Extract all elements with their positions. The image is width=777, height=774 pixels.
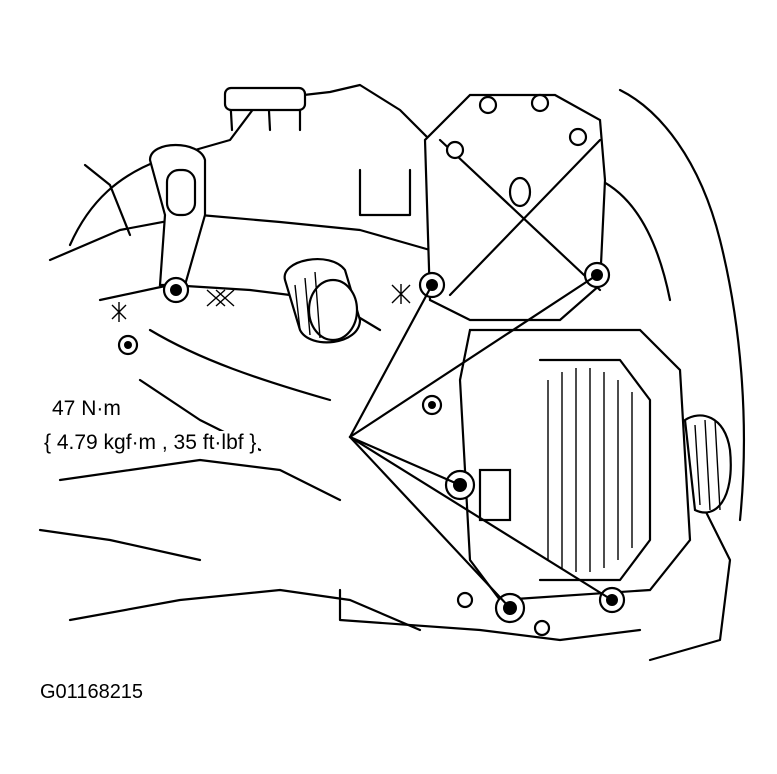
torque-conversion-label: { 4.79 kgf·m , 35 ft·lbf } bbox=[42, 431, 259, 455]
alternator-bracket bbox=[418, 93, 611, 322]
engine-outline bbox=[38, 83, 745, 662]
figure-id: G01168215 bbox=[40, 681, 144, 703]
oil-filler-cap bbox=[283, 258, 362, 344]
torque-value-label: 47 N·m bbox=[50, 397, 123, 421]
tension-bracket bbox=[148, 143, 207, 304]
alternator bbox=[421, 328, 732, 637]
reference-marks bbox=[111, 284, 411, 356]
leader-lines bbox=[348, 273, 614, 610]
